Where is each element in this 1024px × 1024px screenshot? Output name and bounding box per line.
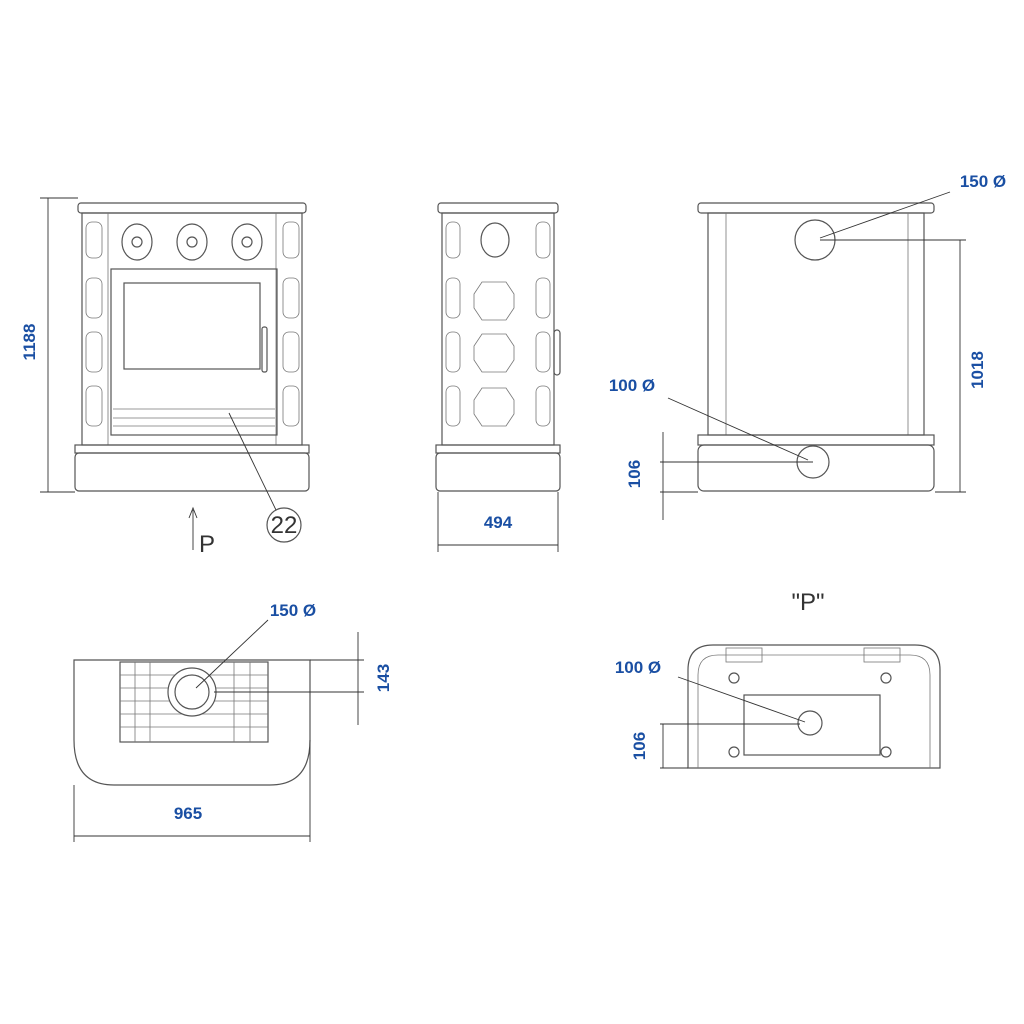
ornament-tiles — [121, 223, 263, 261]
flue-rear-height-label: 106 — [625, 460, 644, 488]
flue-rear-label: 100 Ø — [609, 376, 655, 395]
p-flue-outlet — [797, 710, 823, 736]
top-view — [73, 659, 311, 786]
rear-flue-callout: 100 Ø — [609, 376, 809, 461]
dim-offset-143: 143 — [214, 632, 393, 725]
dim-height-1188: 1188 — [20, 197, 78, 493]
p-view-title: "P" — [791, 589, 824, 616]
callout-22: 22 — [266, 507, 302, 543]
p-flue-height-label: 106 — [630, 732, 649, 760]
dim-height-106-rear: 106 — [625, 432, 813, 520]
side-view — [435, 202, 561, 492]
fire-door — [110, 268, 278, 436]
view-arrow-p: P — [188, 506, 215, 558]
top-grille — [119, 661, 269, 743]
front-view — [74, 202, 310, 511]
door-handle — [261, 326, 268, 373]
dim-height-106-p: 106 — [630, 723, 800, 769]
dim-height-1018: 1018 — [820, 239, 987, 493]
flue-top-height-label: 1018 — [968, 351, 987, 389]
door-glass — [123, 282, 261, 370]
width-label: 965 — [174, 804, 202, 823]
rear-flue-top-callout: 150 Ø — [819, 172, 1006, 239]
flue-top-label: 150 Ø — [960, 172, 1006, 191]
callout-number: 22 — [271, 512, 298, 539]
height-label: 1188 — [20, 324, 39, 361]
dim-width-965: 965 — [73, 740, 311, 842]
top-flue-outlet — [174, 674, 210, 710]
p-flue-callout: 100 Ø — [615, 658, 806, 723]
top-flue-label: 150 Ø — [270, 601, 316, 620]
dim-depth-494: 494 — [437, 492, 559, 552]
p-view — [687, 644, 941, 769]
view-arrow-label: P — [199, 531, 215, 558]
depth-label: 494 — [484, 513, 513, 532]
p-flue-label: 100 Ø — [615, 658, 661, 677]
rear-view — [697, 202, 935, 492]
flue-offset-label: 143 — [374, 664, 393, 692]
top-flue-callout: 150 Ø — [195, 601, 316, 689]
